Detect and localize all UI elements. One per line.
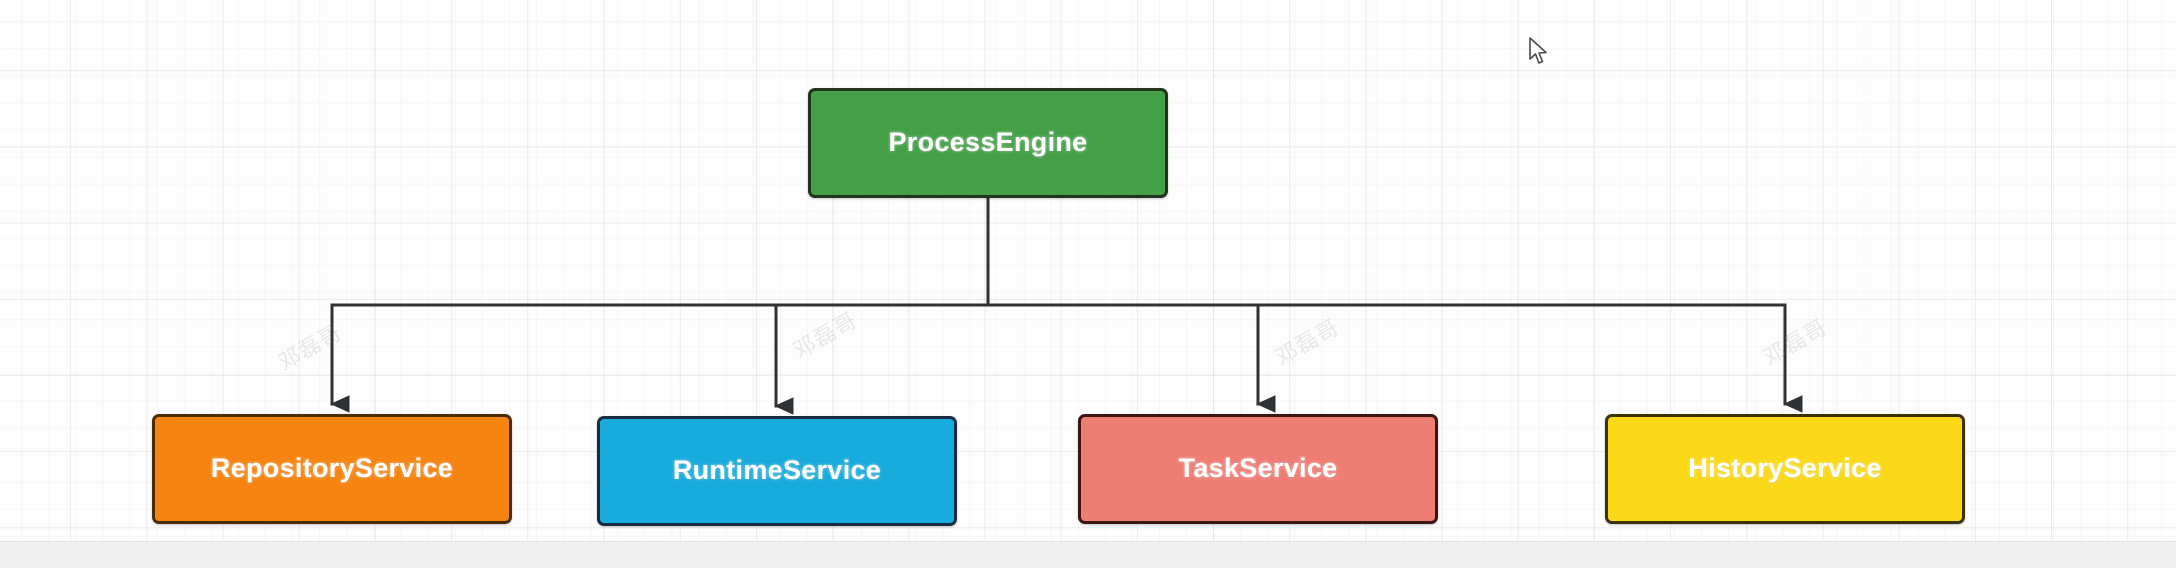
bottom-panel-strip — [0, 541, 2176, 568]
node-task-service-label: TaskService — [1178, 453, 1338, 484]
watermark-text: 邓磊哥 — [1271, 315, 1344, 372]
node-repository-service-label: RepositoryService — [210, 453, 454, 484]
node-history-service[interactable]: HistoryService — [1605, 414, 1965, 524]
node-process-engine-label: ProcessEngine — [888, 127, 1088, 158]
node-repository-service[interactable]: RepositoryService — [152, 414, 512, 524]
watermark-text: 邓磊哥 — [274, 320, 347, 377]
arrow-pointer-icon — [1529, 37, 1547, 64]
node-runtime-service[interactable]: RuntimeService — [597, 416, 957, 526]
watermark-text: 邓磊哥 — [1759, 315, 1832, 372]
watermark-text: 邓磊哥 — [789, 308, 862, 365]
node-task-service[interactable]: TaskService — [1078, 414, 1438, 524]
node-history-service-label: HistoryService — [1688, 453, 1882, 484]
node-runtime-service-label: RuntimeService — [672, 455, 882, 486]
node-process-engine[interactable]: ProcessEngine — [808, 88, 1168, 198]
